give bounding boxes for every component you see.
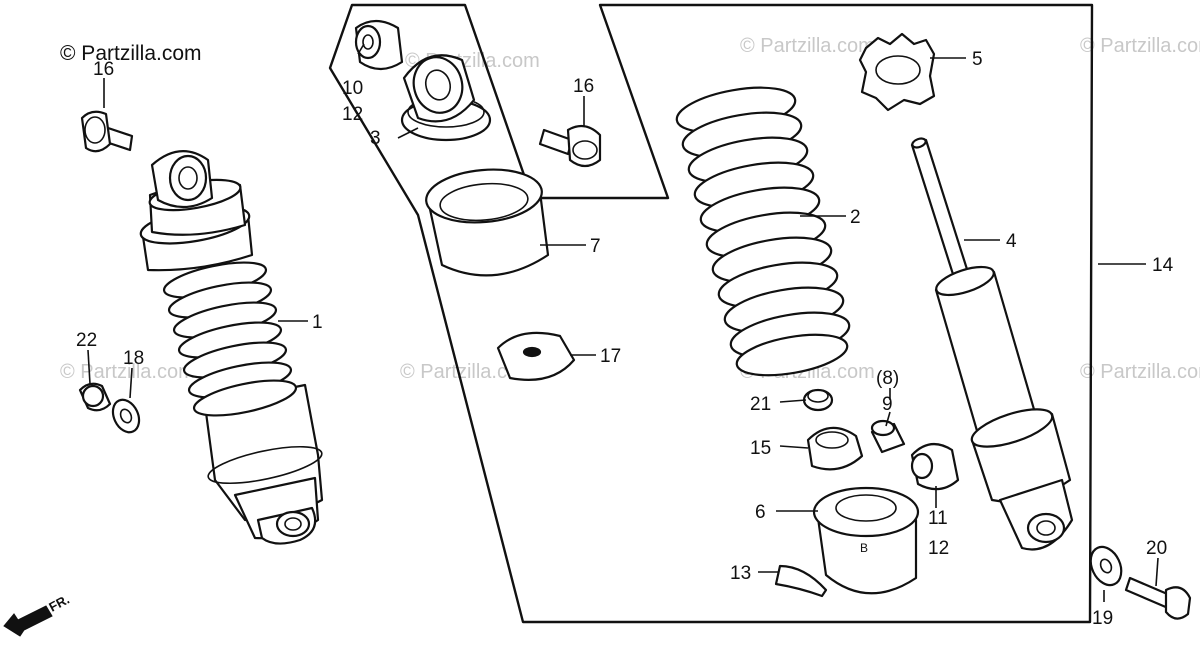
part-17-stopper (496, 331, 576, 381)
callout-5: 5 (972, 49, 983, 70)
part-16-bolt-left (80, 110, 134, 153)
callout-15: 15 (750, 438, 771, 459)
callout-21: 21 (750, 394, 771, 415)
watermark: © Partzilla.com (400, 361, 535, 383)
callout-13: 13 (730, 563, 751, 584)
callout-18: 18 (123, 348, 144, 369)
callout-6: 6 (755, 502, 766, 523)
part-16-bolt-right (538, 124, 602, 168)
callout-1: 1 (312, 312, 323, 333)
part-6-mark: B (860, 541, 868, 555)
part-20-bolt (1124, 576, 1192, 620)
part-2-spring (675, 86, 851, 377)
part-19-washer (1089, 545, 1123, 587)
callout-12-upper: 12 (342, 104, 363, 125)
watermark: © Partzilla.com (740, 35, 875, 57)
part-4-damper (910, 137, 1074, 551)
callouts: 1 2 3 4 5 6 7 (8) 9 10 11 12 12 13 14 15… (76, 49, 1174, 629)
front-label: FR. (46, 592, 72, 615)
part-18-washer (111, 398, 141, 434)
part-9-collar (870, 419, 906, 454)
callout-14: 14 (1152, 255, 1174, 276)
callout-16-left: 16 (93, 59, 114, 80)
callout-20: 20 (1146, 538, 1167, 559)
callout-11: 11 (928, 508, 948, 529)
part-11-bushing (910, 443, 960, 491)
watermark: © Partzilla.com (1080, 361, 1200, 383)
assembly-frame-14 (328, 3, 1094, 624)
callout-8: (8) (876, 368, 899, 389)
copyright-text: © Partzilla.com (60, 42, 202, 65)
part-15-bushing (806, 426, 864, 471)
callout-17: 17 (600, 346, 621, 367)
callout-4: 4 (1006, 231, 1017, 252)
watermark: © Partzilla.com (1080, 35, 1200, 57)
watermark: © Partzilla.com (60, 361, 195, 383)
part-5-stopper-ring (858, 32, 936, 112)
callout-7: 7 (590, 236, 601, 257)
part-22-collar (78, 382, 112, 412)
part-21-nut (802, 388, 834, 412)
callout-22: 22 (76, 330, 97, 351)
front-arrow-icon: FR. (3, 592, 72, 637)
callout-9: 9 (882, 394, 893, 415)
part-6-lower-case: B (812, 486, 920, 595)
callout-12-lower: 12 (928, 538, 949, 559)
part-1-coil (162, 261, 298, 417)
part-10-bushing (354, 19, 404, 71)
part-7-sleeve (425, 168, 550, 277)
part-1-rear-shock-assembly (139, 150, 324, 545)
callout-3: 3 (370, 128, 381, 149)
part-3-upper-mount (400, 54, 492, 142)
callout-2: 2 (850, 207, 861, 228)
callout-10: 10 (342, 78, 363, 99)
part-13-plate (774, 564, 828, 598)
callout-19: 19 (1092, 608, 1113, 629)
leader-lines (87, 43, 1159, 602)
callout-16-right: 16 (573, 76, 594, 97)
